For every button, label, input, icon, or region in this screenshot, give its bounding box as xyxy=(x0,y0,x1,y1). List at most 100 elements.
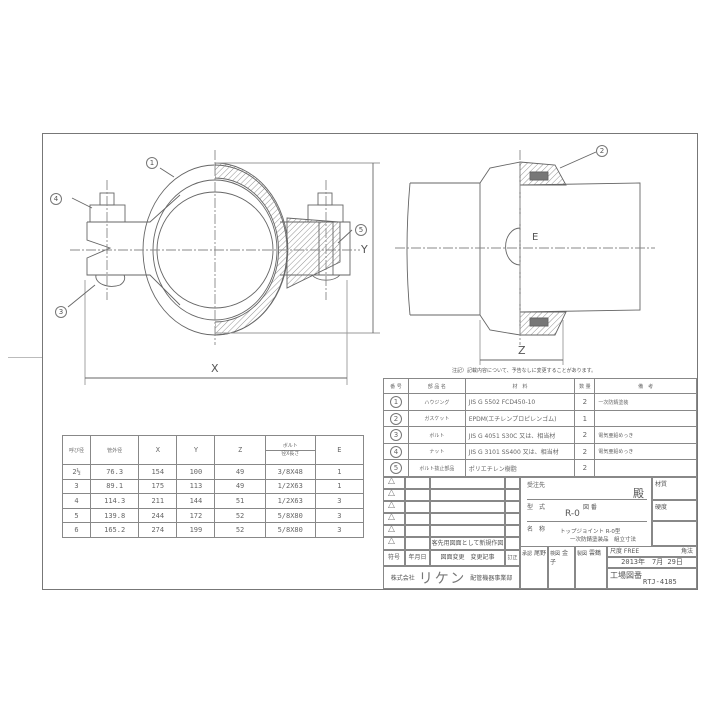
fold-mark xyxy=(8,357,42,358)
table-cell: 52 xyxy=(214,522,266,538)
dim-y-label: Y xyxy=(361,243,368,256)
part-remarks-cell: 電気亜鉛めっき xyxy=(594,426,697,444)
part-name-cell: ハウジング xyxy=(407,393,466,411)
revision-triangle-icon: △ xyxy=(388,476,395,486)
name-line-2: 一次防錆塗装品 組立寸法 xyxy=(570,537,637,543)
revision-triangle-icon: △ xyxy=(388,500,395,510)
revision-cell xyxy=(430,513,505,525)
table-cell: 172 xyxy=(176,507,216,524)
table-cell: 139.8 xyxy=(90,507,140,524)
rev-change-header: 図面変更 変更記事 xyxy=(430,550,505,566)
balloon-1: 1 xyxy=(146,157,158,169)
sheet-border-right xyxy=(697,133,698,590)
divider xyxy=(527,521,647,522)
part-remarks: 電気亜鉛めっき xyxy=(598,432,634,439)
table-cell: 1 xyxy=(314,464,365,480)
part-remarks-cell xyxy=(594,459,697,477)
revision-triangle-icon: △ xyxy=(388,512,395,522)
table-cell: 5/8X80 xyxy=(264,507,316,524)
part-remarks-cell: 一次防錆塗装 xyxy=(594,393,697,411)
part-number: 5 xyxy=(389,462,402,475)
part-material: JIS G 3101 SS400 又は、相当材 xyxy=(468,449,559,457)
part-number-cell: 4 xyxy=(383,442,409,461)
title-info xyxy=(520,477,652,546)
table-cell: 211 xyxy=(138,493,178,509)
part-remarks: 電気亜鉛めっき xyxy=(598,449,634,456)
revision-cell xyxy=(405,513,430,525)
part-number: 4 xyxy=(389,445,402,458)
rev-sign-header: 符号 xyxy=(383,550,405,566)
material-label: 材質 xyxy=(652,477,697,500)
revision-cell xyxy=(430,537,505,550)
checked-cell: 検図 金子 xyxy=(548,546,575,589)
part-material-cell: JIS G 4051 S30C 又は、相当材 xyxy=(464,426,576,444)
table-cell: 3 xyxy=(61,478,92,495)
sheet-border-bottom xyxy=(42,589,697,590)
checked-by: 金子 xyxy=(550,550,568,566)
part-qty: 1 xyxy=(582,414,588,423)
table-cell: 49 xyxy=(214,464,266,480)
table-cell: 51 xyxy=(214,493,266,509)
revision-triangle-icon: △ xyxy=(388,524,395,534)
bolt-sublabel: 径X長さ xyxy=(265,449,315,458)
dim-e-label: E xyxy=(532,232,539,243)
header-name: 部 品 名 xyxy=(407,377,466,395)
revision-mark-cell: △ xyxy=(383,500,405,513)
table-cell: 165.2 xyxy=(90,522,140,538)
part-number: 3 xyxy=(389,429,402,442)
revision-cell xyxy=(405,501,430,513)
revision-triangle-icon: △ xyxy=(388,536,395,546)
revision-mark-cell: △ xyxy=(383,476,405,489)
revision-cell xyxy=(430,501,505,513)
factory-no: RTJ-4185 xyxy=(643,578,677,586)
revision-cell xyxy=(505,513,520,525)
blank-cell xyxy=(652,521,697,546)
drawing-no-label: 図 番 xyxy=(583,504,597,511)
client-label: 受注先 xyxy=(527,482,546,489)
part-number-cell: 2 xyxy=(383,409,409,428)
table-cell: 5/8X80 xyxy=(264,522,316,538)
table-cell: 199 xyxy=(176,522,216,538)
revision-mark-cell: △ xyxy=(383,488,405,501)
name-label: 名 称 xyxy=(527,526,546,533)
revision-mark-cell: △ xyxy=(383,512,405,525)
part-remarks-cell: 電気亜鉛めっき xyxy=(594,442,697,461)
revision-cell xyxy=(505,501,520,513)
note: 注記）記載内容について、予告なしに変更することがあります。 xyxy=(452,368,597,374)
model-label: 型 式 xyxy=(527,504,546,511)
part-number-cell: 5 xyxy=(383,459,409,477)
header-nominal: 呼び径 xyxy=(61,434,92,466)
revision-cell xyxy=(505,477,520,489)
revision-note: 客先用図面として新規作図 xyxy=(431,540,504,547)
revision-cell xyxy=(505,537,520,550)
table-cell: 100 xyxy=(176,464,216,480)
balloon-3: 3 xyxy=(55,306,67,318)
table-cell: 244 xyxy=(138,507,178,524)
scale-value: 尺度 FREE xyxy=(610,548,640,555)
side-view xyxy=(395,150,655,365)
part-material-cell: JIS G 3101 SS400 又は、相当材 xyxy=(464,442,576,461)
part-qty: 2 xyxy=(582,398,588,407)
part-material-cell: JIS G 5502 FCD450-10 xyxy=(464,393,576,411)
header-z: Z xyxy=(214,434,266,466)
table-cell: 114.3 xyxy=(90,493,140,509)
table-header: 呼び径 管外径 X Y Z ボルト径X長さ E xyxy=(61,434,365,466)
table-cell: 113 xyxy=(176,478,216,495)
part-name-cell: ナット xyxy=(407,442,466,461)
revision-cell xyxy=(505,489,520,501)
table-cell: 4 xyxy=(61,493,92,509)
revision-triangle-icon: △ xyxy=(388,488,395,498)
table-cell: 3 xyxy=(314,493,365,509)
part-material: EPDM(エチレンプロピレンゴム) xyxy=(468,416,557,424)
part-material: JIS G 4051 S30C 又は、相当材 xyxy=(468,432,556,440)
projection: 角法 xyxy=(680,548,693,555)
part-remarks: 一次防錆塗装 xyxy=(598,399,629,406)
revision-cell xyxy=(505,525,520,537)
revision-cell xyxy=(405,489,430,501)
part-material: JIS G 5502 FCD450-10 xyxy=(468,398,536,406)
revision-cell xyxy=(405,525,430,537)
